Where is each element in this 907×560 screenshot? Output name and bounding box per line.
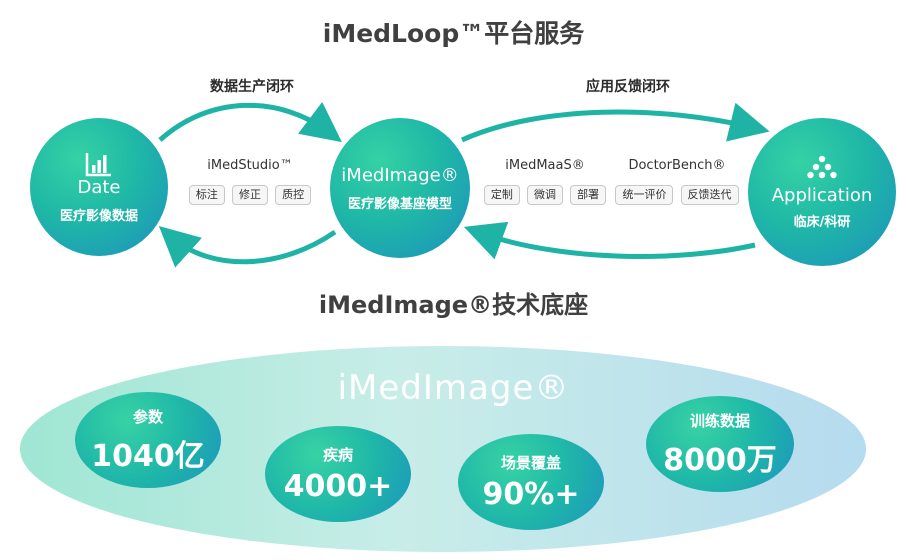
arrow-date-to-imedimage [158, 101, 342, 143]
tool-maas: iMedMaaS® 定制 微调 部署 [480, 158, 610, 205]
node-imedimage: iMedImage® 医疗影像基座模型 [330, 118, 470, 258]
tag-customize: 定制 [483, 185, 520, 205]
tag-annotate: 标注 [188, 185, 225, 205]
node-application-title: Application [771, 184, 873, 206]
stat-coverage-value: 90%+ [482, 477, 580, 512]
loop-arrows [158, 101, 770, 268]
tag-evaluate: 统一评价 [615, 185, 674, 205]
node-application: Application 临床/科研 [748, 118, 896, 266]
node-imedimage-subtitle: 医疗影像基座模型 [347, 196, 452, 212]
foundation-title: iMedImage® [337, 368, 570, 408]
stat-training-data: 训练数据 8000万 [646, 396, 794, 492]
page-title: iMedLoop™平台服务 [322, 19, 585, 48]
node-application-subtitle: 临床/科研 [793, 214, 851, 230]
arrow-imedimage-to-application [460, 102, 770, 143]
stat-coverage-label: 场景覆盖 [500, 454, 561, 472]
arrow-imedimage-to-date [158, 225, 337, 268]
stat-training-value: 8000万 [663, 442, 777, 478]
tag-iterate: 反馈迭代 [680, 185, 739, 205]
stat-diseases-label: 疾病 [322, 446, 353, 464]
loop-label-application: 应用反馈闭环 [586, 79, 670, 95]
stat-diseases: 疾病 4000+ [265, 426, 411, 522]
stat-params-value: 1040亿 [91, 438, 205, 474]
node-date-subtitle: 医疗影像数据 [59, 208, 138, 224]
network-icon [807, 155, 837, 178]
stat-training-label: 训练数据 [689, 411, 750, 430]
tool-maas-name: iMedMaaS® [505, 158, 585, 173]
stat-coverage: 场景覆盖 90%+ [458, 434, 604, 530]
node-date-title: Date [77, 176, 121, 198]
node-date: Date 医疗影像数据 [30, 118, 168, 256]
section-title: iMedImage®技术底座 [318, 291, 589, 319]
arrow-application-to-imedimage [463, 221, 756, 260]
node-imedimage-title: iMedImage® [341, 164, 459, 186]
tool-bench-name: DoctorBench® [628, 158, 726, 173]
stat-params: 参数 1040亿 [75, 392, 221, 488]
tag-deploy: 部署 [570, 185, 607, 205]
loop-label-data: 数据生产闭环 [210, 79, 294, 95]
tag-qc: 质控 [275, 185, 312, 205]
tag-correct: 修正 [232, 185, 268, 205]
tool-studio: iMedStudio™ 标注 修正 质控 [180, 158, 320, 205]
bar-chart-icon [85, 152, 111, 176]
tag-finetune: 微调 [527, 185, 563, 205]
tool-studio-name: iMedStudio™ [207, 158, 293, 173]
tool-bench: DoctorBench® 统一评价 反馈迭代 [612, 158, 742, 205]
stat-params-label: 参数 [132, 407, 163, 426]
stat-diseases-value: 4000+ [283, 469, 393, 504]
